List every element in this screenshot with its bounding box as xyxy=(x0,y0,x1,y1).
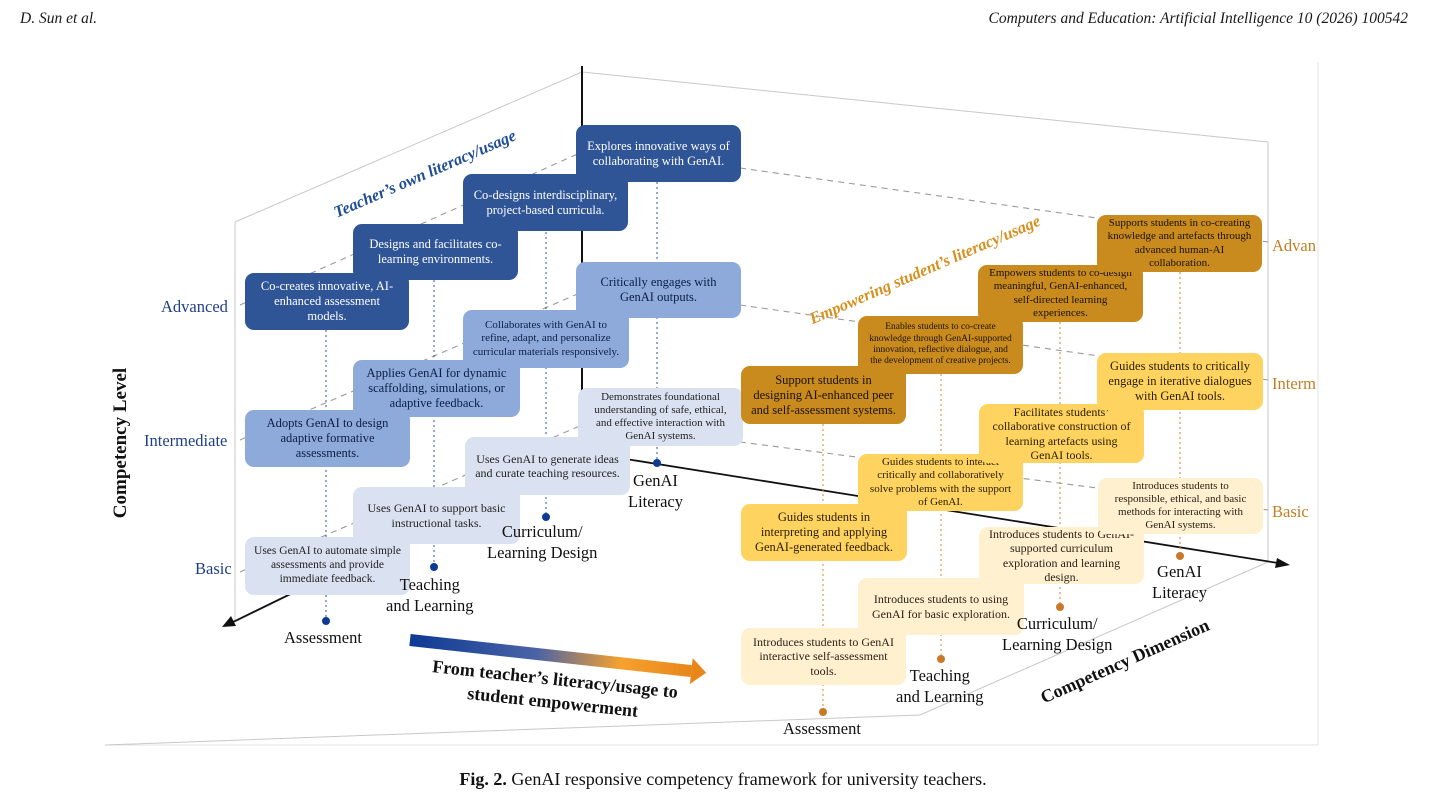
student-dim-assessment: Assessment xyxy=(783,719,861,738)
teacher-advanced-assessment-box: Co-creates innovative, AI-enhanced asses… xyxy=(245,273,409,330)
student-dim-curriculum: Curriculum/ Learning Design xyxy=(1002,613,1112,656)
figure-caption: Fig. 2. GenAI responsive competency fram… xyxy=(0,769,1446,790)
student-basic-curriculum-box: Introduces students to GenAI-supported c… xyxy=(979,527,1144,584)
student-basic-teaching-box: Introduces students to using GenAI for b… xyxy=(858,578,1024,635)
teacher-dim-curriculum-line2: Learning Design xyxy=(487,543,598,563)
transition-arrow xyxy=(409,634,707,684)
teacher-dimension-dots xyxy=(322,459,661,625)
teacher-advanced-curriculum-box: Co-designs interdisciplinary, project-ba… xyxy=(463,174,628,231)
teacher-dim-literacy-line1: GenAI xyxy=(633,471,678,490)
teacher-dim-teaching-line2: and Learning xyxy=(386,596,474,616)
student-intermediate-teaching-box: Guides students to interact critically a… xyxy=(858,454,1023,511)
teacher-basic-literacy-box: Demonstrates foundational understanding … xyxy=(578,388,743,446)
teacher-level-basic: Basic xyxy=(195,559,232,578)
teacher-intermediate-assessment-box: Adopts GenAI to design adaptive formativ… xyxy=(245,410,410,467)
student-intermediate-literacy-box: Guides students to critically engage in … xyxy=(1097,353,1263,410)
student-dim-literacy-line2: Literacy xyxy=(1152,583,1207,603)
teacher-level-intermediate: Intermediate xyxy=(144,431,228,450)
teacher-dim-literacy-line2: Literacy xyxy=(628,492,683,512)
teacher-basic-curriculum-box: Uses GenAI to generate ideas and curate … xyxy=(465,437,630,495)
student-level-basic: Basic xyxy=(1272,502,1309,521)
teacher-advanced-teaching-box: Designs and facilitates co-learning envi… xyxy=(353,224,518,280)
student-dim-teaching: Teaching and Learning xyxy=(896,665,984,708)
teacher-level-advanced: Advanced xyxy=(161,297,228,316)
student-advanced-assessment-box: Support students in designing AI-enhance… xyxy=(741,366,906,424)
teacher-basic-teaching-box: Uses GenAI to support basic instructiona… xyxy=(353,487,520,544)
teacher-dim-curriculum-line1: Curriculum/ xyxy=(501,522,583,541)
student-basic-literacy-box: Introduces students to responsible, ethi… xyxy=(1098,478,1263,534)
student-intermediate-assessment-box: Guides students in interpreting and appl… xyxy=(741,504,907,561)
student-dim-teaching-line1: Teaching xyxy=(909,666,970,685)
student-basic-assessment-box: Introduces students to GenAI interactive… xyxy=(741,628,906,685)
dimension-axis-left-arrowhead xyxy=(222,616,236,627)
teacher-dim-assessment: Assessment xyxy=(284,628,362,647)
teacher-dim-teaching-line1: Teaching xyxy=(399,575,460,594)
student-dim-teaching-line2: and Learning xyxy=(896,687,984,707)
student-intermediate-curriculum-box: Facilitates students’ collaborative cons… xyxy=(979,404,1144,463)
student-dim-literacy: GenAI Literacy xyxy=(1152,561,1207,604)
running-header-authors: D. Sun et al. xyxy=(20,10,98,27)
student-dim-literacy-line1: GenAI xyxy=(1157,562,1202,581)
figure-caption-label: Fig. 2. xyxy=(459,769,507,789)
teacher-intermediate-curriculum-box: Collaborates with GenAI to refine, adapt… xyxy=(463,310,629,368)
student-level-advanced: Advan xyxy=(1272,236,1316,255)
dimension-axis-right-arrowhead xyxy=(1275,558,1290,568)
student-level-intermediate: Interm xyxy=(1272,374,1316,393)
box-wireframe xyxy=(104,71,1269,746)
teacher-advanced-literacy-box: Explores innovative ways of collaboratin… xyxy=(576,125,741,182)
teacher-dim-teaching: Teaching and Learning xyxy=(386,574,474,617)
student-advanced-teaching-box: Enables students to co-create knowledge … xyxy=(858,316,1023,374)
teacher-intermediate-literacy-box: Critically engages with GenAI outputs. xyxy=(576,262,741,318)
student-dimension-dots xyxy=(819,552,1184,716)
teacher-dim-curriculum: Curriculum/ Learning Design xyxy=(487,521,597,564)
teacher-intermediate-teaching-box: Applies GenAI for dynamic scaffolding, s… xyxy=(353,360,520,417)
student-advanced-curriculum-box: Empowers students to co-design meaningfu… xyxy=(978,265,1143,322)
student-dim-curriculum-line2: Learning Design xyxy=(1002,635,1113,655)
figure-caption-text: GenAI responsive competency framework fo… xyxy=(511,769,987,789)
student-advanced-literacy-box: Supports students in co-creating knowled… xyxy=(1097,215,1262,272)
student-dim-curriculum-line1: Curriculum/ xyxy=(1016,614,1098,633)
teacher-basic-assessment-box: Uses GenAI to automate simple assessment… xyxy=(245,537,410,595)
competency-level-axis-title: Competency Level xyxy=(110,367,131,519)
running-header-journal: Computers and Education: Artificial Inte… xyxy=(988,10,1408,27)
teacher-dim-literacy: GenAI Literacy xyxy=(628,470,683,513)
